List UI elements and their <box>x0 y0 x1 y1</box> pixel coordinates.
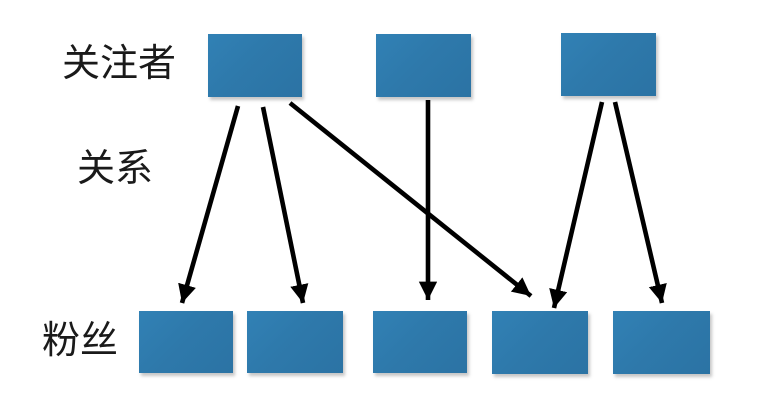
relations-label: 关系 <box>77 148 154 190</box>
fans-label: 粉丝 <box>42 320 119 362</box>
fan-box-B3 <box>373 311 467 373</box>
followees-label: 关注者 <box>62 43 177 85</box>
relationship-arrow-T1-B4 <box>288 101 533 298</box>
relationship-arrow-T1-B1 <box>178 105 241 304</box>
followee-box-T2 <box>376 34 471 97</box>
followee-box-T3 <box>561 33 656 96</box>
followee-box-T1 <box>208 34 302 97</box>
relationship-arrow-T3-B5 <box>612 101 667 304</box>
fan-box-B5 <box>613 311 710 374</box>
fan-box-B4 <box>492 311 588 374</box>
fan-box-B2 <box>247 311 343 373</box>
relationship-arrow-T3-B4 <box>549 101 605 309</box>
relationship-arrow-T1-B2 <box>260 106 309 304</box>
fan-box-B1 <box>139 311 233 373</box>
